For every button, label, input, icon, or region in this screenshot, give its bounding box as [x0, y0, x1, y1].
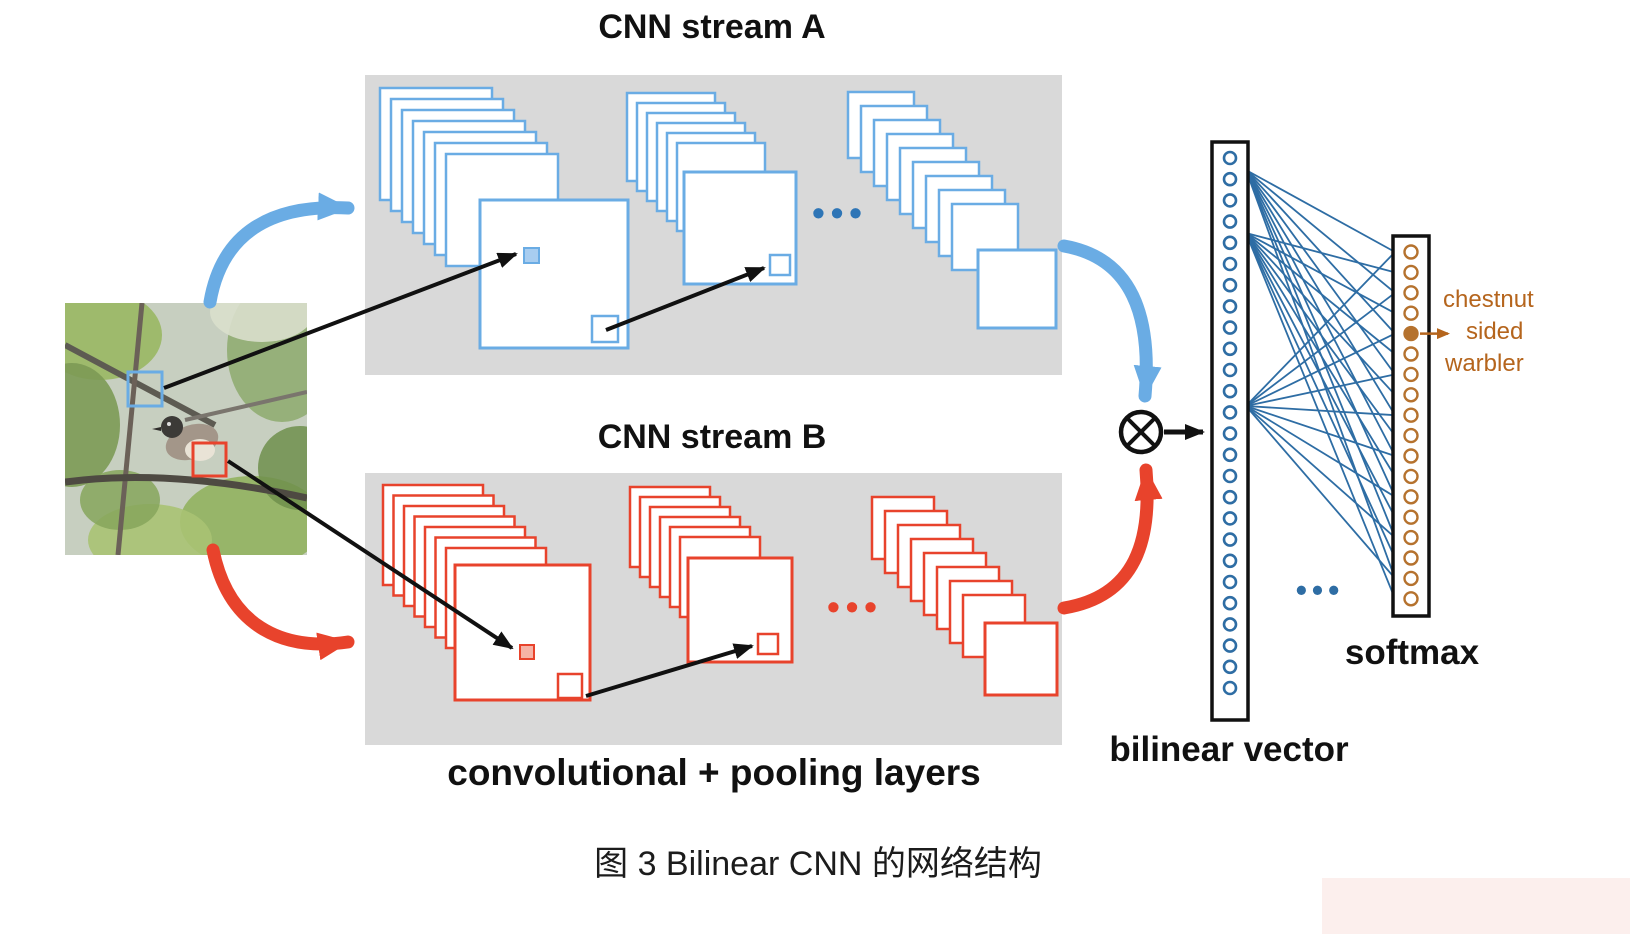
softmax-column	[1391, 234, 1431, 618]
corner-artifact	[1322, 878, 1630, 934]
feature-maps-b3	[870, 495, 1059, 697]
class-line-2: sided	[1466, 318, 1524, 345]
conv-pool-label: convolutional + pooling layers	[447, 752, 981, 793]
curve-image-to-stream-b	[206, 543, 355, 661]
feature-maps-b1	[381, 483, 592, 702]
fc-connections	[1245, 169, 1396, 600]
bilinear-vector-label: bilinear vector	[1109, 730, 1349, 769]
arrow-a1-to-a2	[605, 266, 766, 332]
figure-caption: 图 3 Bilinear CNN 的网络结构	[594, 845, 1042, 883]
arrow-patch-to-a1	[163, 252, 518, 390]
patch-box-red	[191, 441, 228, 478]
arrow-b1-to-b2	[585, 643, 754, 698]
feature-maps-a2	[625, 91, 798, 286]
feature-maps-a3	[846, 90, 1058, 330]
stream-a-title: CNN stream A	[598, 8, 826, 46]
class-line-1: chestnut	[1443, 286, 1534, 313]
feature-maps-b2	[628, 485, 794, 664]
curve-image-to-stream-a	[203, 192, 355, 309]
dots-bilinear: •••	[1295, 572, 1345, 608]
dots-stream-a: •••	[812, 192, 868, 233]
feature-maps-a1	[378, 86, 630, 350]
softmax-label: softmax	[1344, 633, 1480, 672]
input-bird-image	[65, 303, 307, 555]
dots-stream-b: •••	[827, 586, 883, 627]
patch-box-blue	[126, 370, 164, 408]
stream-b-title: CNN stream B	[597, 418, 827, 456]
curve-stream-a-to-product	[1057, 239, 1162, 403]
arrow-patch-to-b1	[226, 459, 514, 650]
bilinear-vector-column	[1210, 140, 1250, 722]
curve-stream-b-to-product	[1057, 463, 1163, 615]
outer-product-operator	[1118, 409, 1164, 455]
class-line-3: warbler	[1445, 350, 1524, 377]
